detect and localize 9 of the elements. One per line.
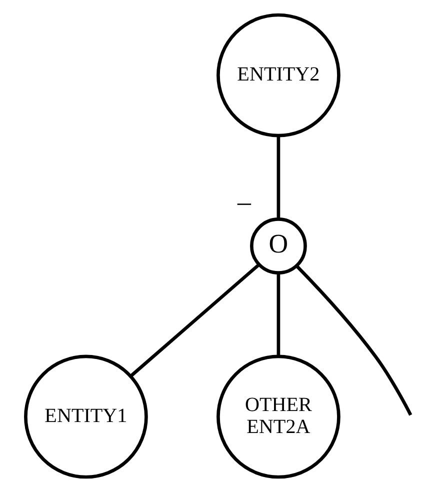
connector [130,264,260,378]
node-circle: ENTITY1 [24,354,148,479]
connector [276,273,280,356]
node-circle: O [250,218,307,274]
node-label: – [237,186,251,217]
node-circle: OTHER ENT2A [216,354,340,479]
node-circle: ENTITY2 [216,13,340,138]
connector [296,264,412,416]
connector [276,136,280,219]
